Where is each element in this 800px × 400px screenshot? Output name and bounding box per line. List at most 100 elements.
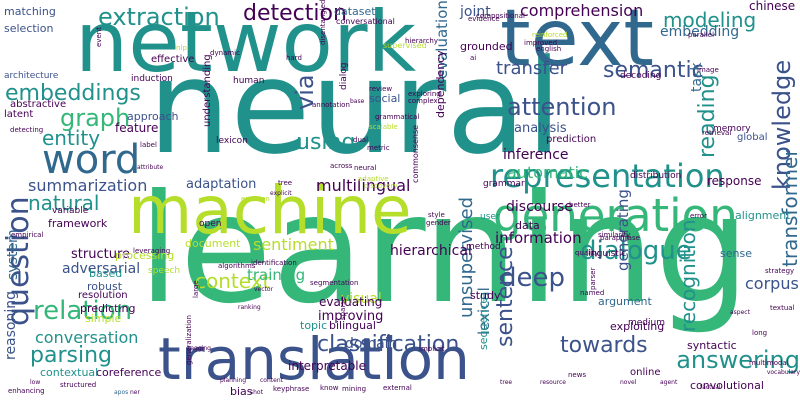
word-exploiting: exploiting	[610, 320, 665, 333]
word-interpretable: interpretable	[288, 359, 367, 373]
word-vocabulary: vocabulary	[766, 369, 800, 376]
word-low: low	[30, 379, 41, 386]
word-detection: detection	[243, 1, 347, 26]
word-resource: resource	[540, 379, 566, 386]
word-sparse: sparse	[339, 296, 347, 320]
word-similarity: similarity	[598, 231, 631, 239]
word-adaptation: adaptation	[186, 177, 257, 192]
word-conversational: conversational	[336, 17, 395, 26]
word-machine: machine	[128, 172, 412, 249]
word-robust: robust	[87, 280, 123, 293]
word-supervised: supervised	[383, 41, 427, 50]
word-domain: domain	[345, 336, 398, 352]
word-memory: memory	[713, 124, 751, 134]
word-content: content	[260, 377, 283, 384]
word-data: data	[515, 219, 540, 232]
word-gender: gender	[426, 219, 451, 227]
word-reinforced: reinforced	[532, 31, 568, 39]
word-entity: entity	[42, 126, 101, 150]
word-induction: induction	[131, 74, 173, 84]
word-across: across	[330, 162, 353, 170]
word-improved: improved	[524, 39, 558, 47]
word-identification: identification	[251, 259, 297, 267]
word-label: label	[140, 141, 157, 149]
word-answering: answering	[676, 346, 800, 374]
word-adversarial: adversarial	[62, 261, 141, 277]
word-automatic: automatic	[507, 163, 588, 182]
word-base: base	[350, 98, 365, 105]
word-modeling: modeling	[663, 8, 757, 32]
word-ranking: ranking	[238, 304, 261, 311]
word-linguistic: linguistic	[586, 249, 627, 259]
word-human: human	[233, 76, 265, 86]
word-coreference: coreference	[96, 366, 162, 379]
word-metric: metric	[367, 144, 390, 152]
word-natural: natural	[28, 191, 100, 215]
word-paraphrase: paraphrase	[600, 234, 640, 242]
word-visual: visual	[341, 291, 382, 307]
word-prediction: prediction	[546, 134, 597, 145]
word-contextual: contextual	[40, 366, 99, 379]
word-syntactic: syntactic	[687, 339, 737, 352]
word-text: text	[500, 0, 654, 84]
word-learning: learning	[138, 163, 750, 337]
word-distribution: distribution	[630, 171, 682, 181]
word-ai: ai	[470, 54, 477, 62]
word-structured: structured	[60, 381, 97, 389]
word-multimodal: multimodal	[749, 359, 789, 367]
word-selection: selection	[4, 22, 54, 35]
word-framework: framework	[48, 217, 108, 230]
word-argument: argument	[598, 295, 652, 308]
word-commonsense: commonsense	[411, 124, 420, 183]
word-speech: speech	[148, 266, 181, 276]
word-response: response	[707, 174, 762, 188]
word-study: study	[470, 289, 501, 302]
word-method: method	[466, 242, 501, 252]
word-mining: mining	[342, 385, 367, 393]
word-scalable: scalable	[369, 123, 398, 131]
word-large: large	[192, 280, 200, 298]
word-complex: complex	[408, 97, 438, 105]
word-agent: agent	[660, 379, 678, 386]
word-external: external	[383, 384, 412, 392]
word-network: network	[75, 0, 417, 91]
word-vector: vector	[254, 286, 274, 293]
word-neural: neural	[354, 164, 377, 172]
word-explicit: explicit	[270, 190, 292, 197]
word-emotion: emotion	[241, 195, 270, 203]
word-extraction: extraction	[98, 3, 220, 31]
word-apos: apos	[114, 389, 129, 396]
word-planning: planning	[220, 377, 247, 384]
word-user: user	[480, 212, 500, 222]
word-semantic: semantic	[603, 58, 704, 83]
word-ner: ner	[130, 389, 140, 396]
word-recognition: recognition	[676, 219, 700, 332]
word-sentiment: sentiment	[253, 235, 334, 254]
word-social: social	[369, 92, 401, 105]
word-grammatical: grammatical	[375, 113, 420, 121]
word-attribute: attribute	[137, 164, 164, 171]
word-medium: medium	[628, 318, 665, 328]
word-named: named	[580, 289, 605, 297]
word-decoding: decoding	[620, 71, 662, 81]
word-parser: parser	[589, 267, 597, 290]
word-style: style	[428, 211, 445, 219]
word-classification: classification	[317, 332, 460, 357]
word-approach: approach	[127, 110, 179, 123]
word-error: error	[690, 212, 707, 220]
word-dependency: dependency	[434, 50, 447, 118]
word-effective: effective	[151, 54, 195, 65]
word-disentangled: disentangled	[319, 0, 327, 46]
word-lexicon: lexicon	[216, 136, 248, 146]
word-using: using	[296, 130, 356, 155]
word-embeddings: embeddings	[5, 81, 141, 106]
word-predicting: predicting	[80, 302, 136, 315]
word-bias: bias	[230, 385, 253, 398]
word-tree: tree	[500, 379, 513, 386]
word-grounded: grounded	[460, 40, 513, 53]
word-image: image	[697, 66, 719, 74]
word-topic: topic	[300, 319, 328, 332]
word-translation: translation	[158, 325, 470, 393]
word-hierarchical: hierarchical	[390, 243, 472, 259]
word-understanding: understanding	[202, 54, 213, 127]
